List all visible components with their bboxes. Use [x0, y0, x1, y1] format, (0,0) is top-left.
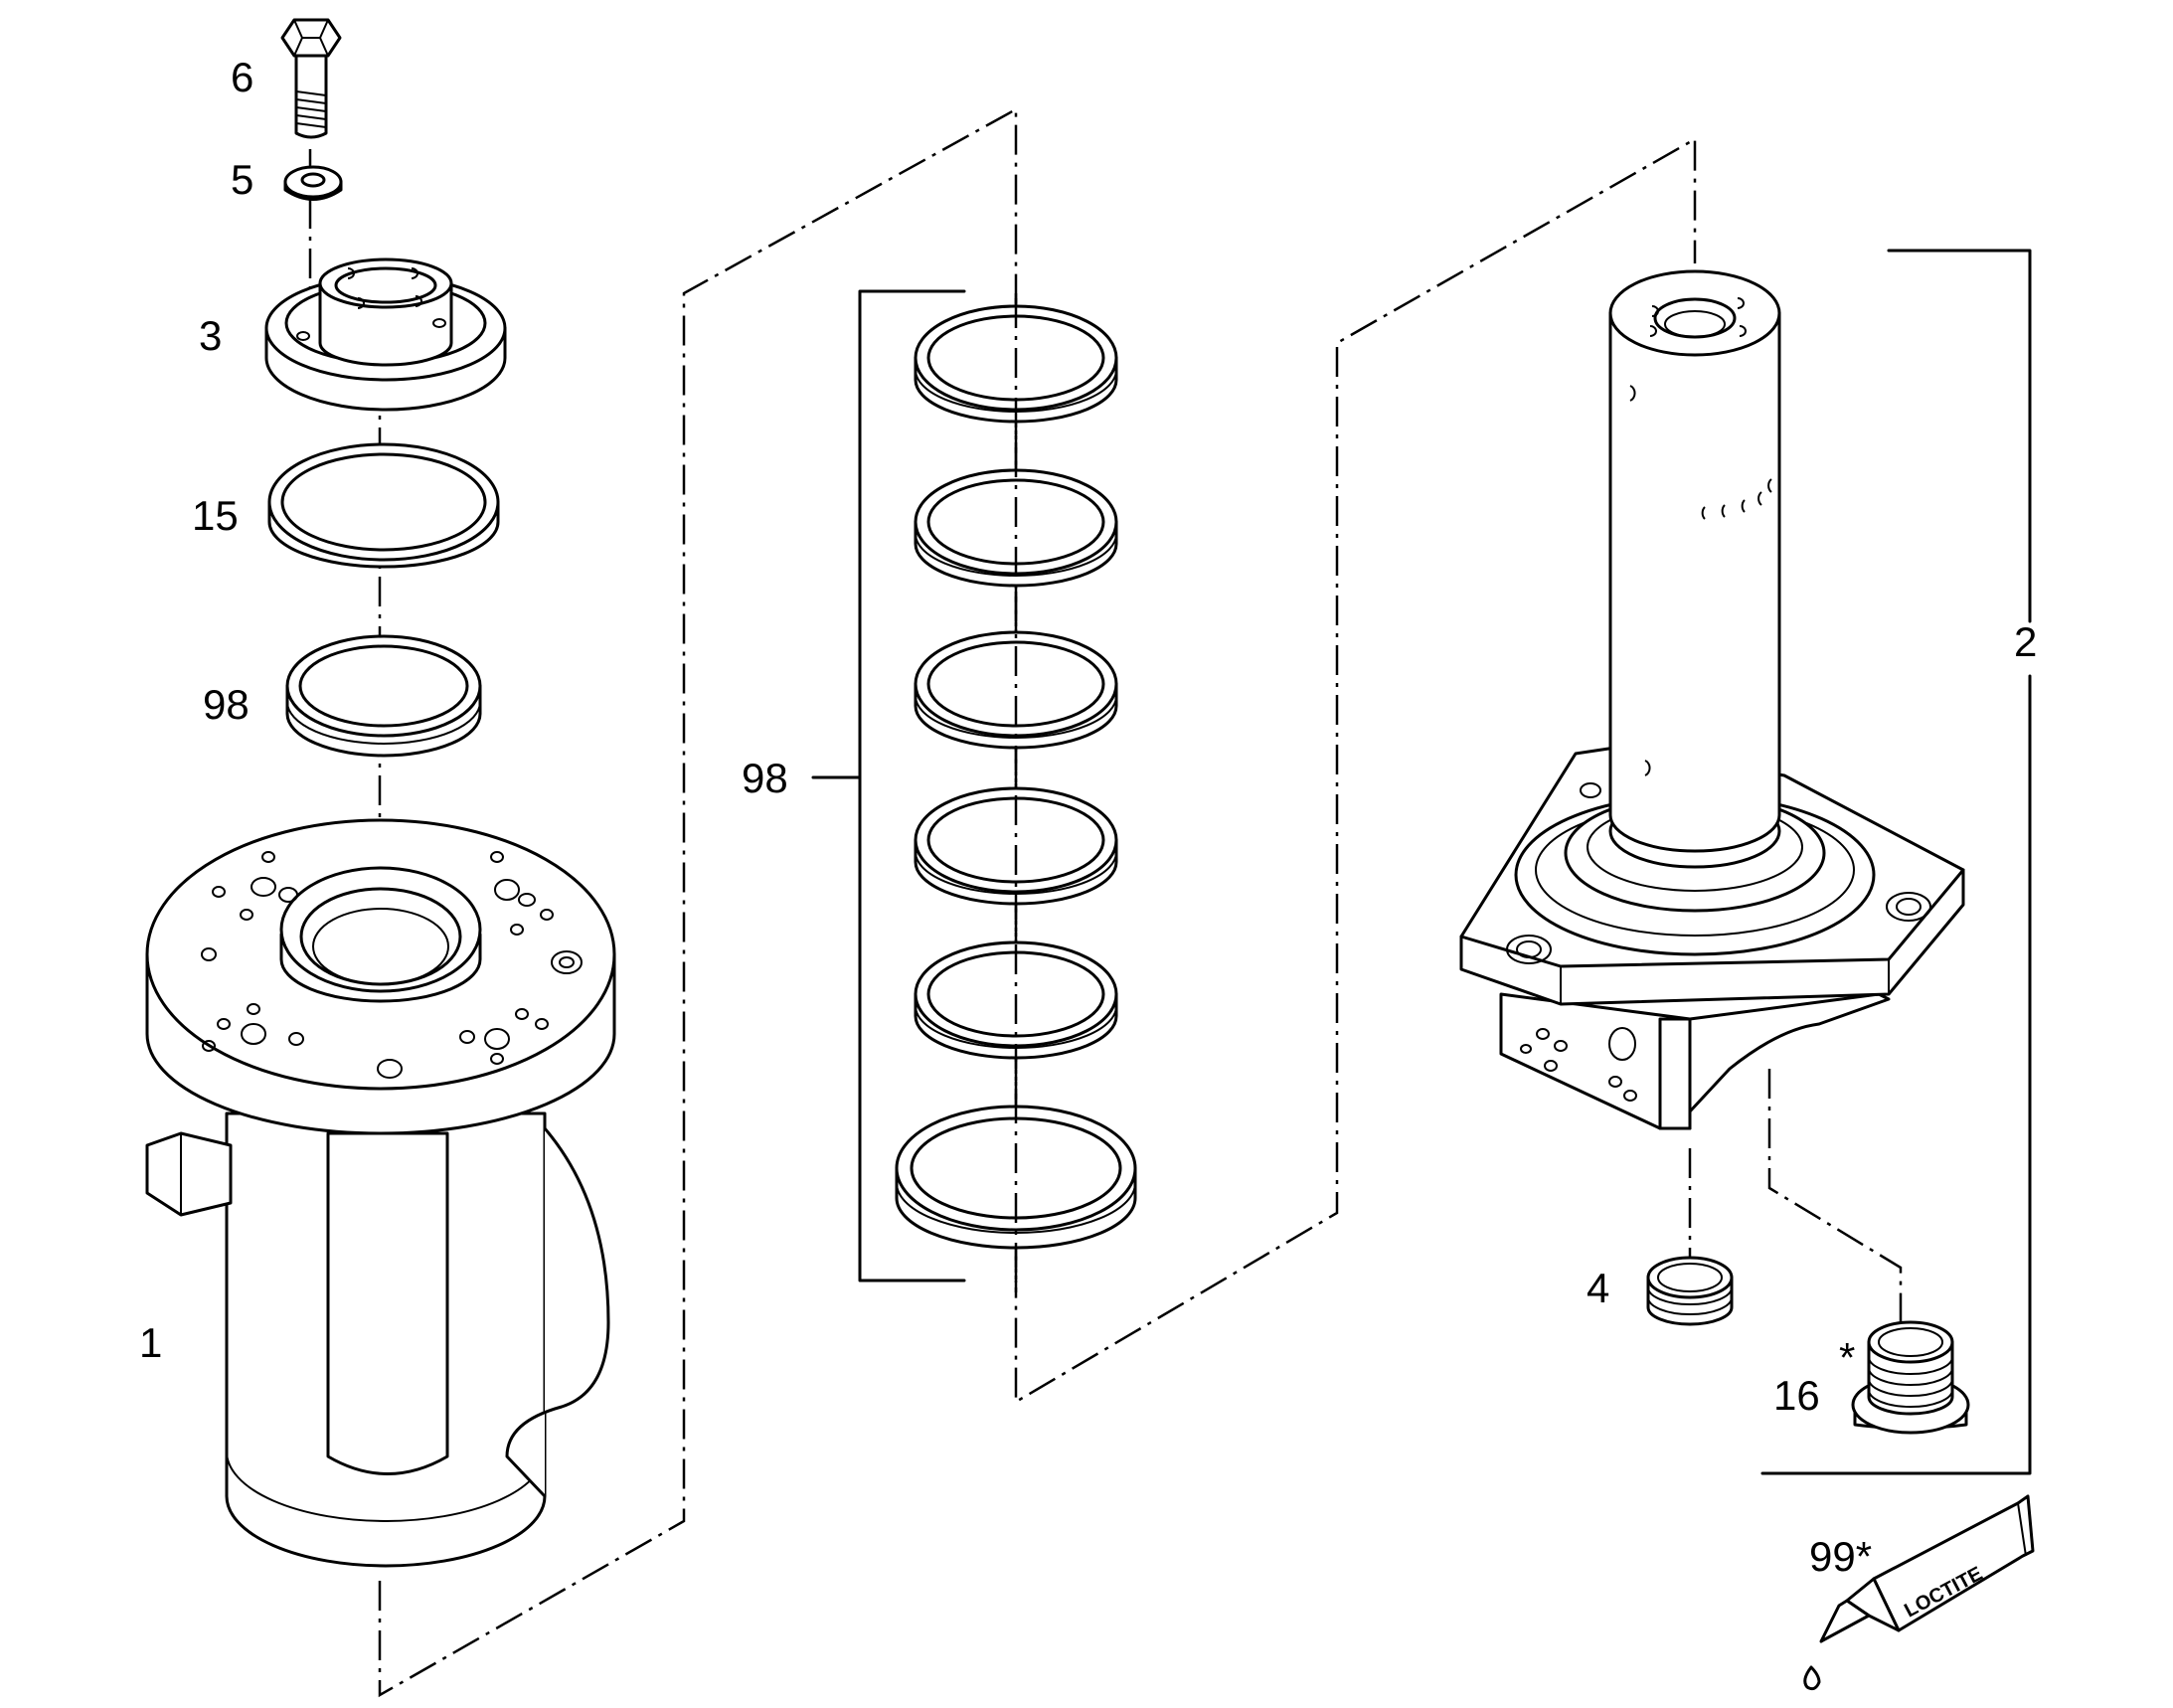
part-3-flange: [264, 257, 507, 412]
callout-99: 99*: [1809, 1533, 1872, 1580]
callout-15: 15: [192, 492, 239, 539]
part-98-seal-stack: [811, 289, 1137, 1282]
block-holes: [1520, 1027, 1637, 1102]
stack-seal-6: [895, 1105, 1137, 1250]
part-1-valve-body: [145, 818, 616, 1568]
body-port-holes: [201, 851, 583, 1079]
assembly-2-bracket: [1760, 249, 2032, 1475]
callout-98-left: 98: [203, 681, 250, 728]
callout-4: 4: [1587, 1265, 1609, 1311]
part-16-plug: [1851, 1320, 1970, 1435]
stack-bracket: [811, 289, 966, 1282]
part-4-plug: [1646, 1256, 1734, 1326]
callout-2: 2: [2014, 618, 2037, 665]
callout-5: 5: [231, 156, 253, 203]
part-6-bolt: [280, 18, 342, 139]
tube-holes: [1629, 297, 1772, 776]
part-2-spool-housing: [1459, 249, 2032, 1475]
callout-labels: 6 5 3 15 98 1 98 2 4 * 16 99*: [139, 54, 2037, 1580]
callout-16-asterisk: *: [1839, 1334, 1855, 1381]
callout-6: 6: [231, 54, 253, 100]
callout-98-center: 98: [742, 755, 788, 801]
part-15-ring: [267, 442, 500, 569]
callout-3: 3: [199, 312, 222, 359]
part-98-seal-left: [285, 634, 482, 758]
callout-1: 1: [139, 1319, 162, 1366]
part-99-loctite-tube: LOCTITE: [1803, 1494, 2035, 1691]
callout-16: 16: [1773, 1372, 1820, 1419]
part-5-washer: [283, 165, 343, 201]
